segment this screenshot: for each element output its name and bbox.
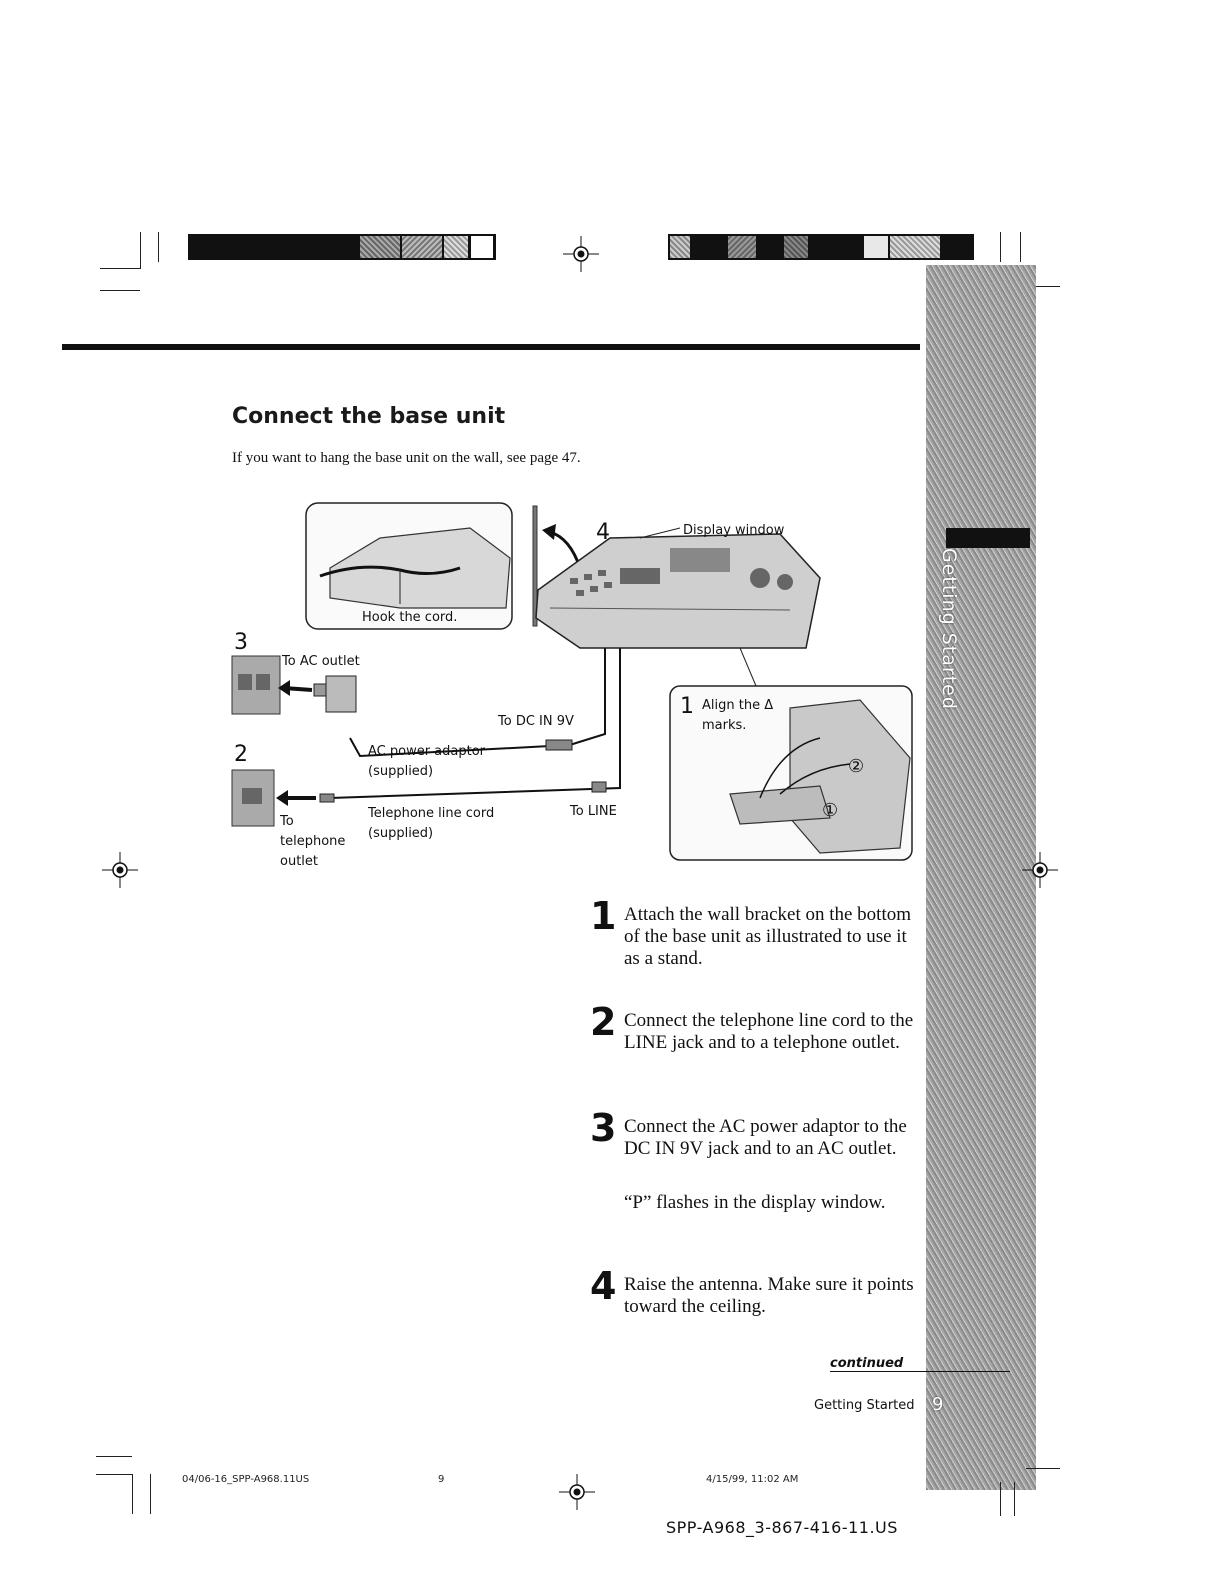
step-1: 1 Attach the wall bracket on the bottom …	[590, 894, 920, 984]
step-4-number: 4	[590, 1264, 617, 1308]
footer-doc-id: SPP-A968_3-867-416-11.US	[666, 1518, 898, 1537]
registration-mark-left	[102, 852, 138, 888]
circle-2-label: ②	[848, 756, 865, 777]
section-title: Connect the base unit	[232, 404, 506, 429]
step-2-number: 2	[590, 1000, 617, 1044]
step-2: 2 Connect the telephone line cord to the…	[590, 1000, 920, 1090]
intro-text: If you want to hang the base unit on the…	[232, 450, 581, 466]
step-3: 3 Connect the AC power adaptor to the DC…	[590, 1106, 920, 1246]
to-tel-label-2: telephone	[280, 834, 346, 849]
to-dc-in-label: To DC IN 9V	[498, 714, 574, 729]
circle-1-label: ①	[822, 800, 839, 821]
display-window-label: Display window	[683, 523, 785, 538]
footer-print-page: 9	[438, 1474, 445, 1485]
step-3-note: “P” flashes in the display window.	[624, 1192, 886, 1213]
diagram-step-2: 2	[234, 742, 248, 767]
to-ac-outlet-label: To AC outlet	[282, 654, 360, 669]
continued-label: continued	[830, 1356, 1010, 1372]
crop-mark-top-right	[1000, 232, 1060, 292]
step-4-text: Raise the antenna. Make sure it points t…	[624, 1274, 914, 1317]
side-tab-marker	[946, 528, 1030, 548]
footer-timestamp: 4/15/99, 11:02 AM	[706, 1474, 799, 1485]
ac-adaptor-label-2: (supplied)	[368, 764, 434, 779]
diagram-step-3: 3	[234, 630, 248, 655]
ac-adaptor-label-1: AC power adaptor	[368, 744, 486, 759]
to-tel-label-3: outlet	[280, 854, 318, 869]
footer-section-name: Getting Started	[814, 1398, 915, 1413]
registration-mark-bottom	[559, 1474, 595, 1510]
step-4: 4 Raise the antenna. Make sure it points…	[590, 1264, 920, 1334]
hook-cord-label: Hook the cord.	[362, 610, 458, 625]
footer-file-name: 04/06-16_SPP-A968.11US	[182, 1474, 310, 1485]
tel-cord-label-1: Telephone line cord	[368, 806, 495, 821]
crop-mark-bottom-right	[996, 1446, 1060, 1516]
registration-mark-top	[563, 236, 599, 272]
diagram-illustration	[231, 502, 913, 861]
color-bar-right	[668, 234, 974, 260]
step-1-number: 1	[590, 894, 617, 938]
to-tel-label-1: To	[280, 814, 294, 829]
side-tab-label: Getting Started	[938, 548, 960, 710]
crop-mark-top-left	[100, 232, 159, 292]
step-3-text: Connect the AC power adaptor to the DC I…	[624, 1116, 907, 1159]
diagram-step-4: 4	[596, 520, 610, 545]
step-3-number: 3	[590, 1106, 617, 1150]
step-1-text: Attach the wall bracket on the bottom of…	[624, 904, 912, 969]
registration-mark-right	[1022, 852, 1058, 888]
header-rule	[62, 344, 920, 350]
tel-cord-label-2: (supplied)	[368, 826, 434, 841]
align-marks-label-2: marks.	[702, 718, 747, 733]
color-bar-left	[188, 234, 496, 260]
footer-page-number: 9	[932, 1394, 944, 1415]
diagram-step-1: 1	[680, 694, 694, 719]
step-2-text: Connect the telephone line cord to the L…	[624, 1010, 914, 1053]
crop-mark-bottom-left	[96, 1456, 156, 1516]
to-line-label: To LINE	[570, 804, 617, 819]
side-tab	[926, 265, 1036, 1490]
align-marks-label-1: Align the Δ	[702, 698, 774, 713]
connection-diagram: Hook the cord. Display window 4 3 To AC …	[220, 498, 920, 878]
